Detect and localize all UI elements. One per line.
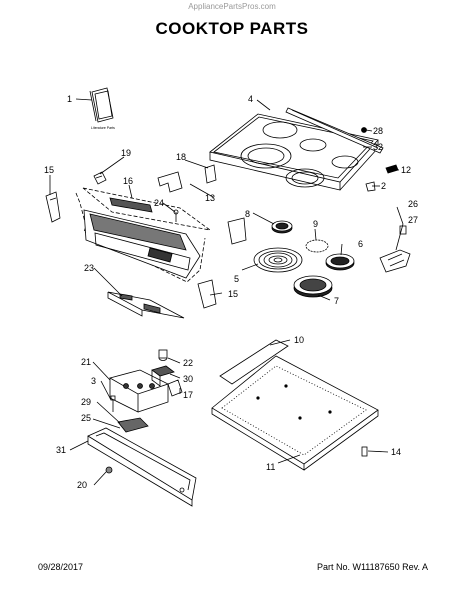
callout-31: 31: [56, 445, 66, 455]
side-bracket-13: [157, 171, 183, 193]
callout-8: 8: [245, 209, 250, 219]
bracket-2: [365, 181, 376, 192]
glass-cooktop: [209, 113, 379, 191]
rear-trim-strip: [285, 107, 384, 154]
callout-32: 32: [373, 142, 383, 152]
screw-28: [361, 127, 367, 133]
callout-18: 18: [176, 152, 186, 162]
cap-22: [158, 349, 168, 361]
burner-box-10: [211, 339, 379, 471]
callout-2: 2: [381, 181, 386, 191]
limiter-ring-9: [305, 239, 329, 253]
screw-24: [173, 209, 179, 222]
bracket-17: [167, 379, 183, 397]
screw-20: [105, 466, 113, 474]
callout-30: 30: [183, 374, 193, 384]
callout-7: 7: [334, 296, 339, 306]
surface-element-6: [325, 253, 355, 271]
terminal-block-27: [379, 225, 411, 273]
callout-23: 23: [84, 263, 94, 273]
clip-19: [93, 171, 107, 185]
callout-29: 29: [81, 397, 91, 407]
leader-lines: [49, 98, 404, 486]
footer-part-number: Part No. W11187650 Rev. A: [316, 562, 428, 572]
screw-14: [361, 446, 368, 457]
control-panel-housing: [75, 187, 211, 283]
control-module-21: [108, 369, 170, 413]
callout-22: 22: [183, 358, 193, 368]
callout-10: 10: [294, 335, 304, 345]
callout-12: 12: [401, 165, 411, 175]
page-title: COOKTOP PARTS: [155, 19, 309, 38]
bracket-13-right: [227, 217, 247, 245]
callout-21: 21: [81, 357, 91, 367]
callout-27: 27: [408, 215, 418, 225]
footer-date: 09/28/2017: [38, 562, 84, 572]
callout-5: 5: [234, 274, 239, 284]
switch-30: [151, 365, 175, 387]
side-bracket-15-lower: [197, 279, 217, 309]
callout-26: 26: [408, 199, 418, 209]
switch-29: [117, 417, 149, 433]
literature-label: Literature Parts: [91, 126, 115, 130]
callout-20: 20: [77, 480, 87, 490]
surface-element-8: [271, 220, 293, 234]
callout-25: 25: [81, 413, 91, 423]
callout-11: 11: [266, 462, 275, 472]
callout-16: 16: [123, 176, 133, 186]
callout-19: 19: [121, 148, 131, 158]
surface-element-7: [293, 275, 333, 298]
callout-28: 28: [373, 126, 383, 136]
callout-15-lower: 15: [228, 289, 238, 299]
callout-14: 14: [391, 447, 401, 457]
callout-labels: 1 4 28 32 19 18 15 16 13 24 12 2 8 9 26 …: [44, 94, 418, 490]
lower-control-panel-31: [87, 427, 197, 507]
callout-13: 13: [205, 193, 215, 203]
callout-6: 6: [358, 239, 363, 249]
literature-booklet: [89, 87, 114, 123]
callout-9: 9: [313, 219, 318, 229]
callout-24: 24: [154, 198, 164, 208]
callout-1: 1: [67, 94, 72, 104]
side-bracket-15-upper: [45, 191, 61, 223]
callout-3: 3: [91, 376, 96, 386]
callout-4: 4: [248, 94, 253, 104]
callout-15-upper: 15: [44, 165, 54, 175]
callout-17: 17: [183, 390, 193, 400]
screw-3: [110, 395, 116, 412]
watermark-text: AppliancePartsPros.com: [188, 2, 276, 11]
bracket-18: [204, 164, 217, 184]
surface-element-5: [253, 247, 303, 273]
control-board-23: [107, 291, 185, 319]
